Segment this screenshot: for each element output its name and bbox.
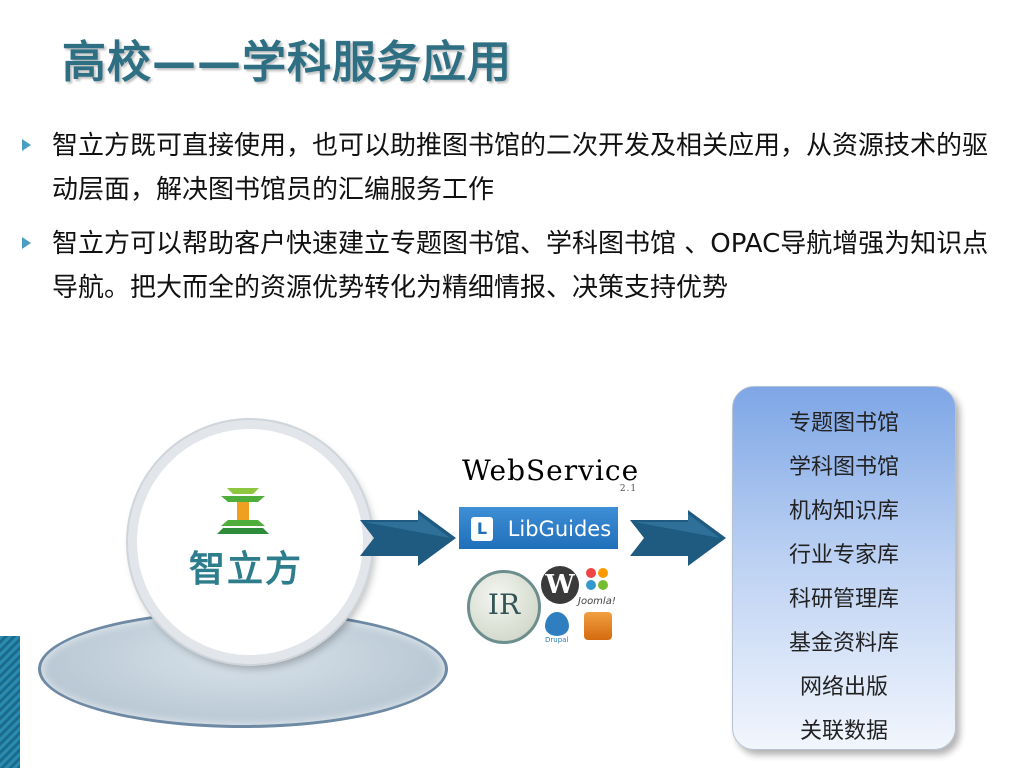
- arrow-right-icon: [360, 510, 456, 566]
- bullet-arrow-icon: [22, 237, 31, 249]
- arrow-right-icon: [630, 510, 726, 566]
- cms-logo-icon: [584, 612, 612, 640]
- output-item: 专题图书馆: [788, 411, 899, 436]
- corner-stripe-decoration: [0, 636, 20, 768]
- bullet-arrow-icon: [22, 139, 31, 151]
- webservice-logo: WebService 2.1: [462, 454, 640, 494]
- libguides-icon: L: [471, 517, 493, 541]
- drupal-logo-icon: [545, 612, 569, 636]
- webservice-text: WebService: [462, 454, 640, 487]
- bullet-text: 智立方可以帮助客户快速建立专题图书馆、学科图书馆 、OPAC导航增强为知识点导航…: [52, 229, 989, 303]
- drupal-text: Drupal: [545, 636, 569, 644]
- zhilifang-logo-icon: [217, 488, 269, 534]
- output-item: 基金资料库: [788, 631, 899, 656]
- output-item: 行业专家库: [788, 543, 899, 568]
- output-item: 科研管理库: [788, 587, 899, 612]
- output-item: 关联数据: [799, 719, 888, 744]
- bullet-item: 智立方可以帮助客户快速建立专题图书馆、学科图书馆 、OPAC导航增强为知识点导航…: [22, 222, 1012, 310]
- libguides-logo: L LibGuides: [459, 507, 618, 549]
- wordpress-logo-icon: W: [541, 566, 579, 604]
- logo-circle: [128, 420, 372, 664]
- logo-text: 智立方: [188, 549, 303, 590]
- joomla-logo-icon: [586, 568, 608, 590]
- ir-logo-icon: IR: [467, 570, 541, 644]
- output-item: 机构知识库: [788, 499, 899, 524]
- joomla-text: Joomla!: [578, 596, 616, 607]
- libguides-text: LibGuides: [507, 517, 612, 541]
- bullet-item: 智立方既可直接使用，也可以助推图书馆的二次开发及相关应用，从资源技术的驱动层面，…: [22, 124, 1012, 212]
- bullet-text: 智立方既可直接使用，也可以助推图书馆的二次开发及相关应用，从资源技术的驱动层面，…: [52, 131, 989, 205]
- slide-title: 高校——学科服务应用: [62, 37, 512, 88]
- webservice-version: 2.1: [619, 484, 638, 494]
- bullet-list: 智立方既可直接使用，也可以助推图书馆的二次开发及相关应用，从资源技术的驱动层面，…: [22, 124, 1012, 320]
- output-item: 网络出版: [799, 675, 888, 700]
- output-item: 学科图书馆: [788, 455, 899, 480]
- output-panel: 专题图书馆 学科图书馆 机构知识库 行业专家库 科研管理库 基金资料库 网络出版…: [732, 386, 956, 750]
